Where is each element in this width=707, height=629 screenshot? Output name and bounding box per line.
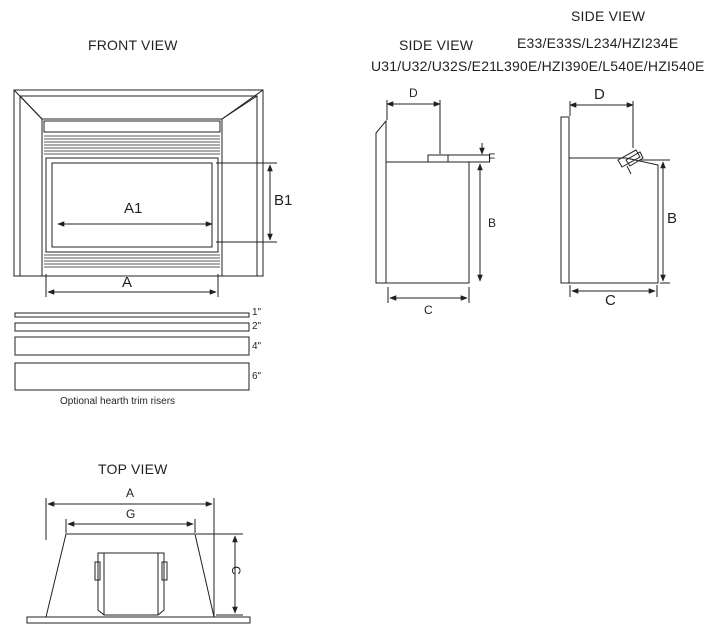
riser-4 (15, 337, 249, 355)
riser-2 (15, 323, 249, 331)
dim-top-a-label: A (126, 486, 135, 500)
side2-flue-collar (618, 150, 640, 167)
riser-1-label: 1" (252, 307, 262, 318)
dim-d2-label: D (594, 86, 605, 103)
dim-f-label: F (488, 151, 496, 165)
riser-4-label: 4" (252, 341, 262, 352)
dim-a-label: A (122, 274, 133, 291)
side2-body (569, 158, 658, 283)
risers-caption: Optional hearth trim risers (60, 396, 176, 407)
risers-drawing (15, 313, 249, 390)
side-view-2-models-line1: E33/E33S/L234/HZI234E (517, 35, 679, 51)
front-door-glass (46, 158, 218, 252)
side1-faceplate (376, 121, 386, 283)
top-hearth-base (27, 617, 250, 623)
dim-b-label: B (488, 216, 497, 230)
side-view-1-drawing (376, 100, 490, 303)
side1-body (386, 162, 469, 283)
riser-2-label: 2" (252, 321, 262, 332)
front-outer-frame (14, 90, 263, 276)
dim-b1-label: B1 (274, 192, 293, 209)
dim-d-label: D (409, 86, 418, 100)
side-view-2-models-line2: L390E/HZI390E/L540E/HZI540E (496, 58, 705, 74)
side2-faceplate (561, 117, 569, 283)
front-view-title: FRONT VIEW (88, 37, 178, 53)
side-view-1-models: U31/U32/U32S/E21 (371, 58, 498, 74)
dim-top-g-label: G (126, 507, 136, 521)
side-view-1-title: SIDE VIEW (399, 37, 474, 53)
riser-1 (15, 313, 249, 317)
side-view-2-drawing (561, 101, 670, 297)
riser-6-label: 6" (252, 371, 262, 382)
top-view-title: TOP VIEW (98, 461, 168, 477)
top-surround (46, 534, 214, 617)
front-insert-body (42, 119, 222, 276)
dim-b2-label: B (667, 210, 678, 227)
side-view-2-title: SIDE VIEW (571, 8, 646, 24)
dim-c2-label: C (605, 292, 616, 309)
riser-6 (15, 363, 249, 390)
top-view-drawing (27, 498, 250, 623)
side1-flue-collar (428, 155, 448, 162)
dim-c-label: C (424, 303, 433, 317)
dim-top-c-label: C (229, 566, 243, 575)
front-view-drawing (14, 90, 277, 297)
dim-a1-label: A1 (124, 200, 143, 217)
top-insert-body (98, 553, 164, 615)
